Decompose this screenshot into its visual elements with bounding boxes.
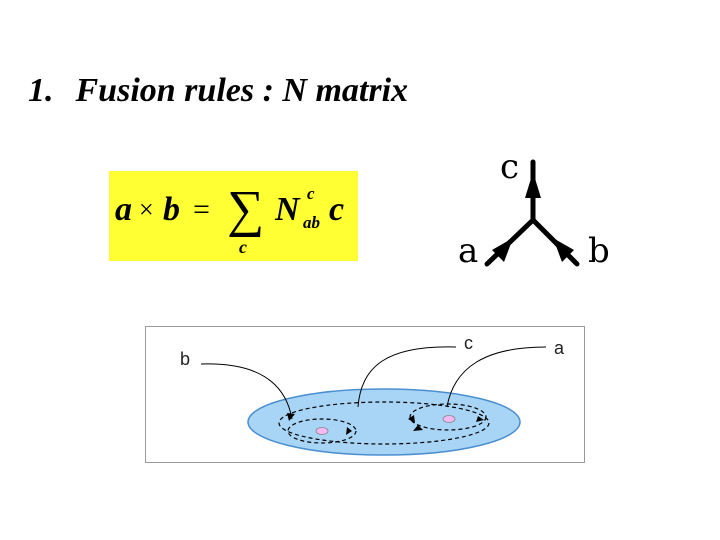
fusion-vertex: c a b	[458, 147, 610, 271]
formula-times: ×	[139, 195, 154, 224]
formula-superscript: c	[307, 184, 315, 203]
disk	[247, 388, 521, 456]
puncture-right	[442, 415, 456, 423]
arrow-icon	[476, 416, 484, 422]
vertex-label-c: c	[500, 147, 519, 187]
arrow-icon	[413, 425, 423, 431]
arrow-icon	[408, 415, 415, 423]
slide-title-text: Fusion rules : N matrix	[75, 72, 409, 109]
formula-sigma: ∑	[227, 181, 264, 238]
fusion-formula-box: a × b = ∑ c N c ab c	[109, 171, 358, 261]
vertex-label-a: a	[458, 231, 478, 271]
fusion-vertex-diagram: c a b	[440, 140, 620, 280]
label-b: b	[180, 349, 190, 369]
braiding-diagram: b c a	[180, 333, 565, 456]
left-loop	[287, 418, 357, 444]
curve-b	[200, 363, 293, 420]
formula-c: c	[329, 191, 344, 228]
label-a: a	[554, 338, 565, 358]
slide-number: 1.	[28, 72, 54, 109]
formula-b: b	[163, 191, 180, 228]
formula-N: N	[274, 191, 301, 228]
arrow-b-icon	[553, 238, 574, 262]
curve-a	[446, 346, 547, 408]
arrow-icon	[287, 413, 295, 421]
formula-sum-index: c	[239, 237, 247, 257]
label-c: c	[464, 333, 473, 353]
arrow-a-icon	[492, 238, 513, 262]
formula-subscript: ab	[303, 213, 320, 232]
formula-a: a	[115, 191, 132, 228]
arrow-icon	[346, 427, 352, 435]
fusion-formula: a × b = ∑ c N c ab c	[115, 181, 344, 257]
outer-loop	[278, 401, 490, 445]
slide-title: 1. Fusion rules : N matrix	[28, 72, 408, 110]
arrow-c-icon	[525, 172, 541, 198]
puncture-left	[315, 427, 329, 435]
curve-c	[357, 346, 457, 408]
formula-equals: =	[193, 193, 210, 226]
braiding-diagram-frame: b c a	[145, 326, 585, 463]
vertex-label-b: b	[588, 231, 610, 271]
